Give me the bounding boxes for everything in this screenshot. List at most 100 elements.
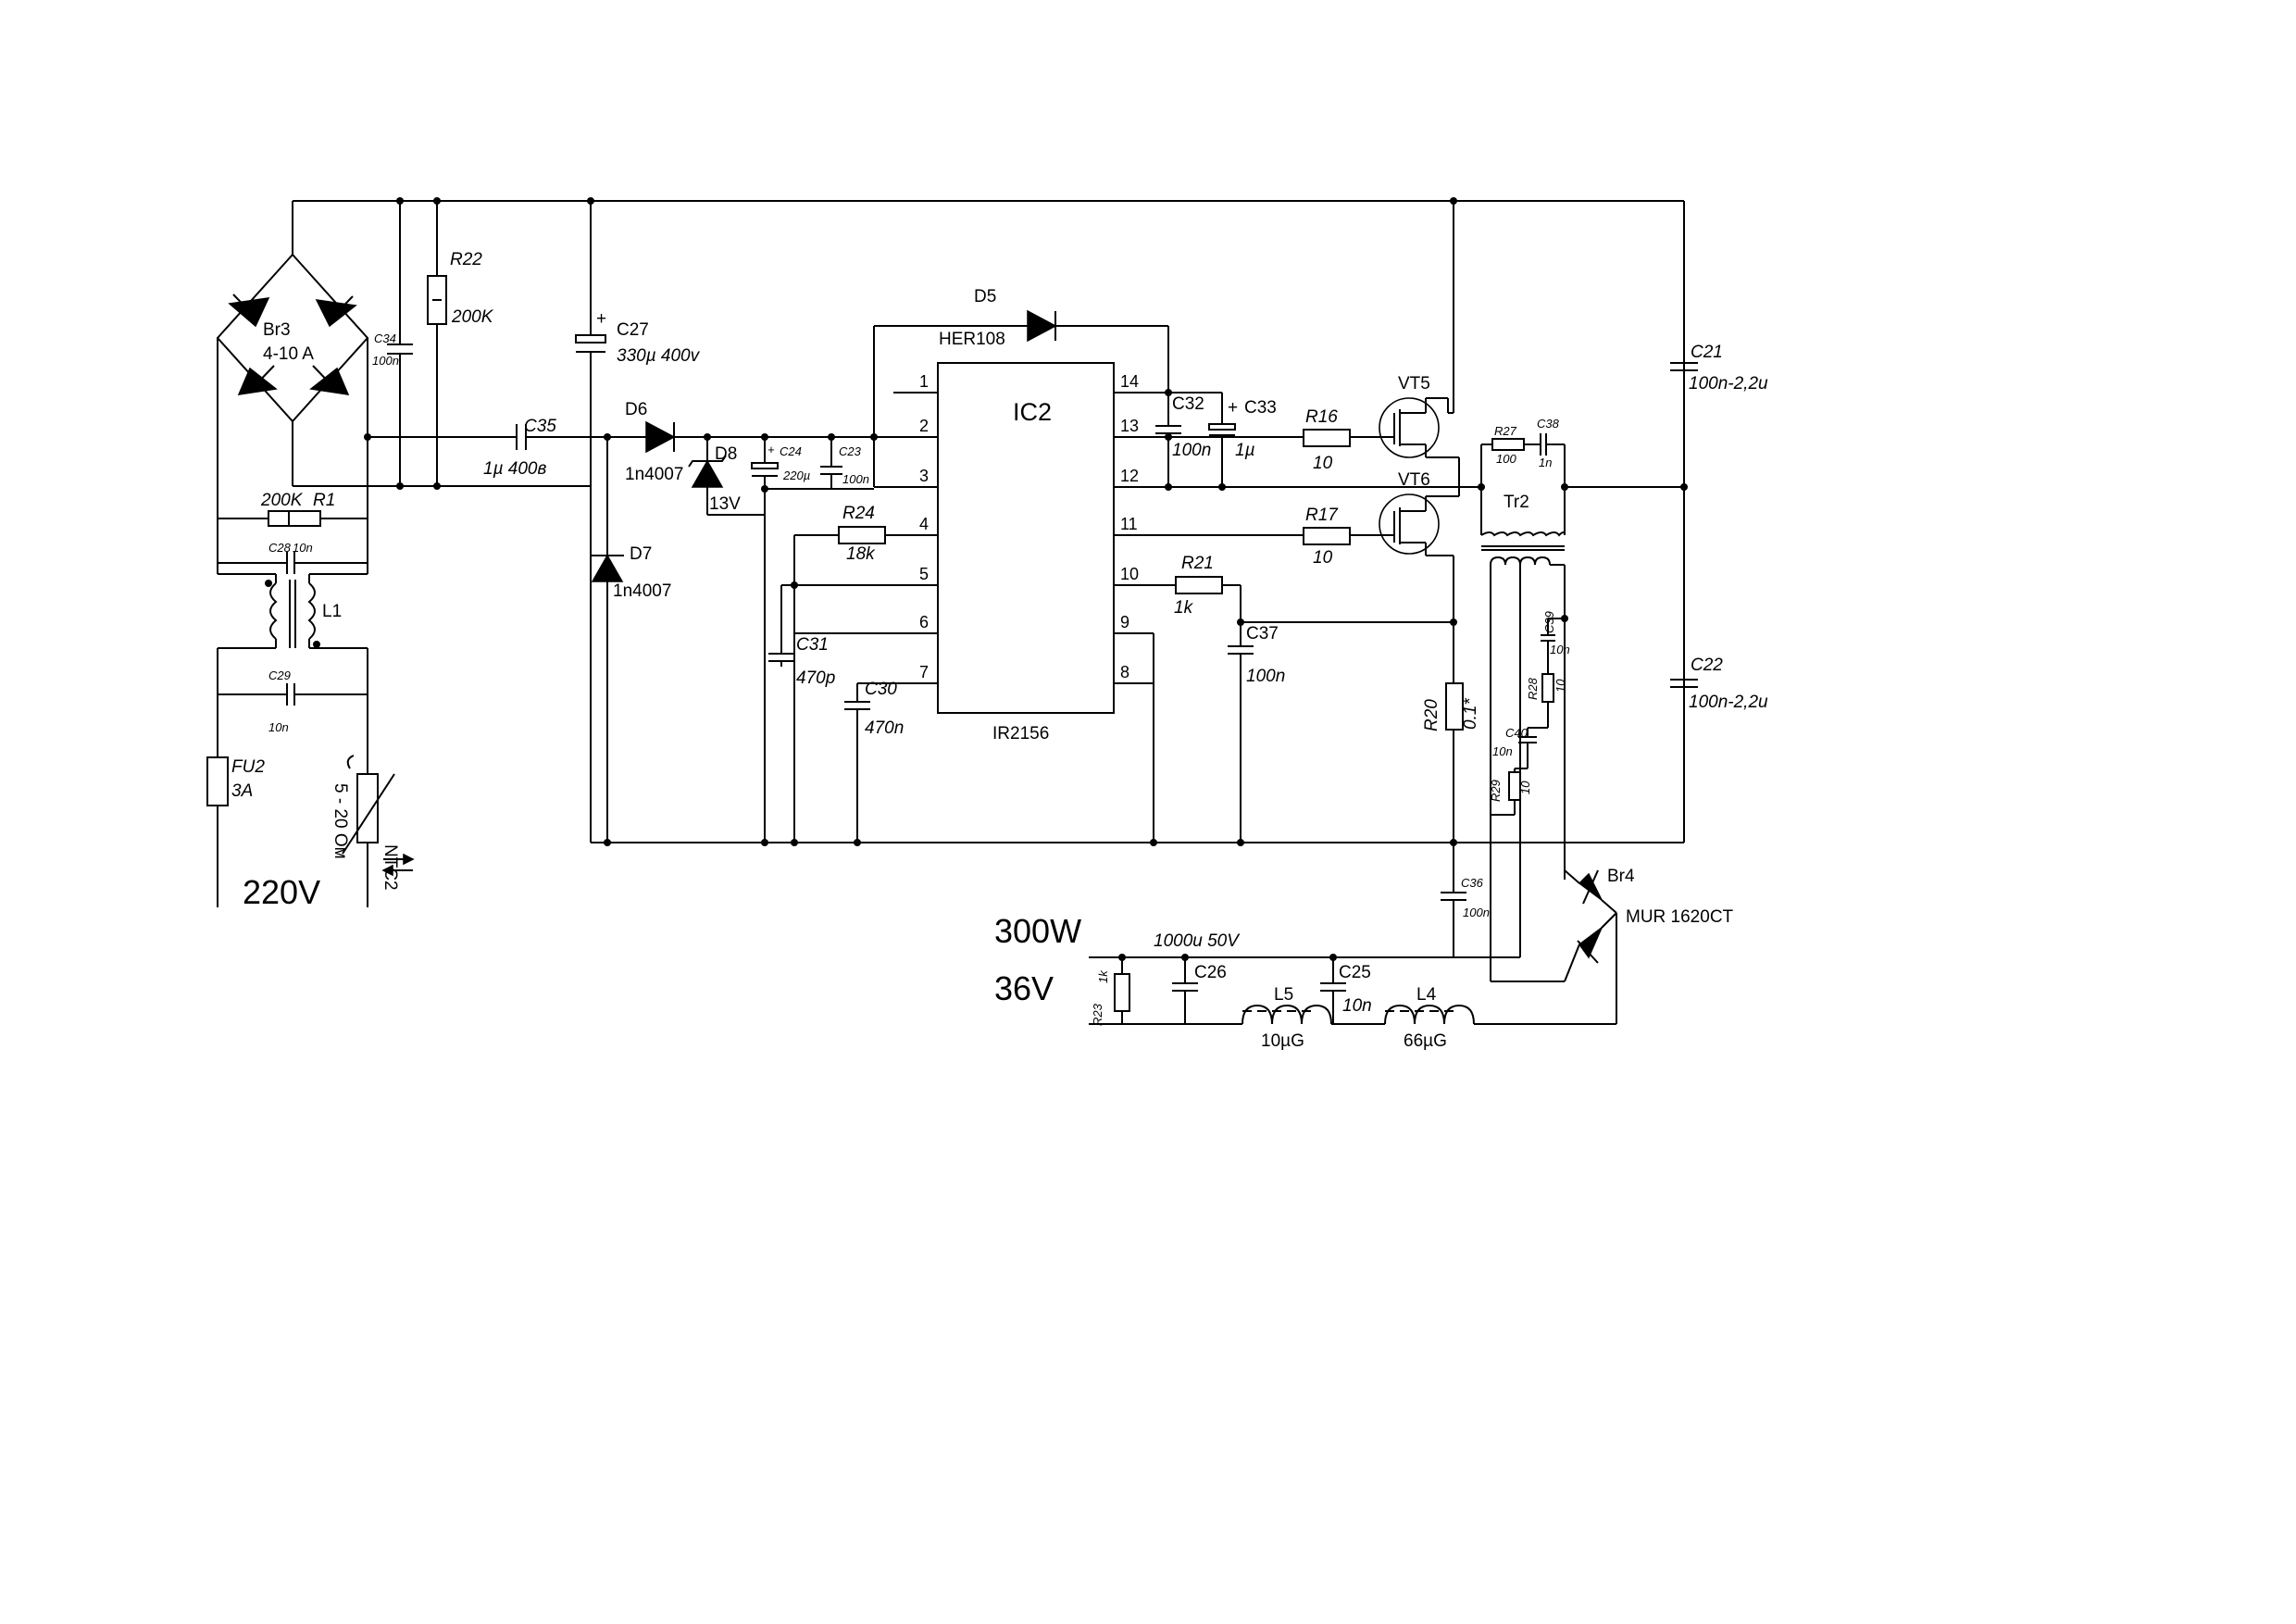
d5-value: HER108	[939, 330, 1005, 349]
br3-rating: 4-10 A	[263, 344, 314, 364]
r17-label: R17	[1305, 506, 1339, 525]
capacitor-c36	[1441, 843, 1466, 957]
input-filter	[206, 510, 415, 907]
diode-d7	[591, 437, 624, 843]
c40-label: C40	[1505, 726, 1529, 740]
r20-label: R20	[1422, 699, 1441, 731]
junction-dot	[433, 482, 441, 490]
junction-dot	[1561, 483, 1568, 491]
capacitor-c22	[1670, 679, 1698, 688]
capacitor-c37	[1228, 622, 1254, 843]
l1-label: L1	[322, 602, 342, 621]
r23-value: 1k	[1096, 969, 1110, 983]
d7-value: 1n4007	[613, 581, 671, 601]
mosfet-vt5	[1379, 397, 1459, 458]
r22-label: R22	[450, 250, 482, 269]
d7-label: D7	[630, 544, 652, 564]
ic2-part: IR2156	[992, 724, 1049, 743]
capacitor-c24	[751, 437, 779, 843]
r27-label: R27	[1494, 424, 1517, 438]
junction-dot	[1165, 433, 1172, 441]
junction-dot	[396, 197, 404, 205]
c28-value: 10n	[293, 541, 313, 555]
l4-label: L4	[1416, 985, 1437, 1005]
junction-dot	[828, 433, 835, 441]
r29-value: 10	[1518, 781, 1532, 794]
resistor-r21	[1114, 576, 1454, 623]
c40-value: 10n	[1492, 744, 1513, 758]
junction-dot	[1478, 483, 1485, 491]
junction-dot	[761, 839, 768, 846]
junction-dots	[364, 197, 1688, 961]
r16-value: 10	[1313, 454, 1333, 473]
c33-polarity: +	[1228, 398, 1238, 418]
mains-voltage: 220V	[243, 873, 320, 911]
c33-value: 1µ	[1235, 441, 1255, 460]
c39-label: C39	[1542, 611, 1556, 633]
c34-value: 100n	[372, 354, 399, 368]
junction-dot	[1181, 954, 1189, 961]
c21-label: C21	[1691, 343, 1723, 362]
ntc2-value: 5 - 20 Ом	[331, 783, 350, 859]
ic2-pin-8: 8	[1120, 663, 1129, 681]
junction-dot	[587, 197, 594, 205]
c34-label: C34	[374, 331, 396, 345]
capacitor-c35	[368, 424, 646, 450]
br3-label: Br3	[263, 320, 291, 340]
capacitor-c34	[387, 201, 413, 486]
capacitor-c31	[768, 584, 794, 667]
l5-label: L5	[1274, 985, 1293, 1005]
snubber-r27-c38	[1459, 433, 1566, 488]
capacitor-c23	[765, 437, 874, 490]
diode-d5	[874, 309, 1169, 393]
c27-polarity: +	[596, 309, 606, 329]
output-cap-rating: 1000u 50V	[1154, 931, 1241, 951]
r27-value: 100	[1496, 452, 1516, 466]
r23-label: R23	[1091, 1003, 1104, 1026]
r28-label: R28	[1526, 677, 1540, 700]
c33-label: C33	[1244, 398, 1277, 418]
ic2-pin-14: 14	[1120, 372, 1139, 391]
r21-label: R21	[1181, 554, 1214, 573]
r1-value: 200K	[260, 491, 304, 510]
ic2-pin-3: 3	[919, 467, 929, 485]
junction-dot	[1561, 615, 1568, 622]
junction-dot	[1450, 618, 1457, 626]
bridge-rectifier-br3	[216, 201, 400, 518]
junction-dot	[1165, 483, 1172, 491]
c21-value: 100n-2,2u	[1689, 374, 1768, 394]
c37-value: 100n	[1246, 667, 1285, 686]
c25-label: C25	[1339, 963, 1371, 982]
br4-part: MUR 1620CT	[1626, 907, 1734, 927]
ic2-pin-6: 6	[919, 613, 929, 631]
junction-dot	[1329, 954, 1337, 961]
r1-label: R1	[313, 491, 335, 510]
vt6-label: VT6	[1398, 470, 1430, 490]
resistor-r22	[427, 201, 447, 486]
junction-dot	[604, 433, 611, 441]
junction-dot	[364, 433, 371, 441]
c39-value: 10n	[1550, 643, 1570, 656]
junction-dot	[761, 485, 768, 493]
junction-dot	[854, 839, 861, 846]
junction-dot	[1450, 197, 1457, 205]
c36-label: C36	[1461, 876, 1484, 890]
junction-dot	[791, 839, 798, 846]
c36-value: 100n	[1463, 906, 1490, 919]
c35-value: 1µ 400в	[483, 459, 546, 479]
junction-dot	[1450, 839, 1457, 846]
fu2-value: 3A	[231, 781, 253, 801]
junction-dot	[1680, 483, 1688, 491]
zener-diode-d8	[688, 437, 765, 516]
c32-value: 100n	[1172, 441, 1211, 460]
output-voltage: 36V	[994, 969, 1054, 1007]
c23-value: 100n	[842, 472, 869, 486]
br4-label: Br4	[1607, 867, 1635, 886]
junction-dot	[1165, 389, 1172, 396]
junction-dot	[1118, 954, 1126, 961]
junction-dot	[396, 482, 404, 490]
junction-dot	[433, 197, 441, 205]
c30-value: 470n	[865, 718, 904, 738]
c30-label: C30	[865, 680, 897, 699]
